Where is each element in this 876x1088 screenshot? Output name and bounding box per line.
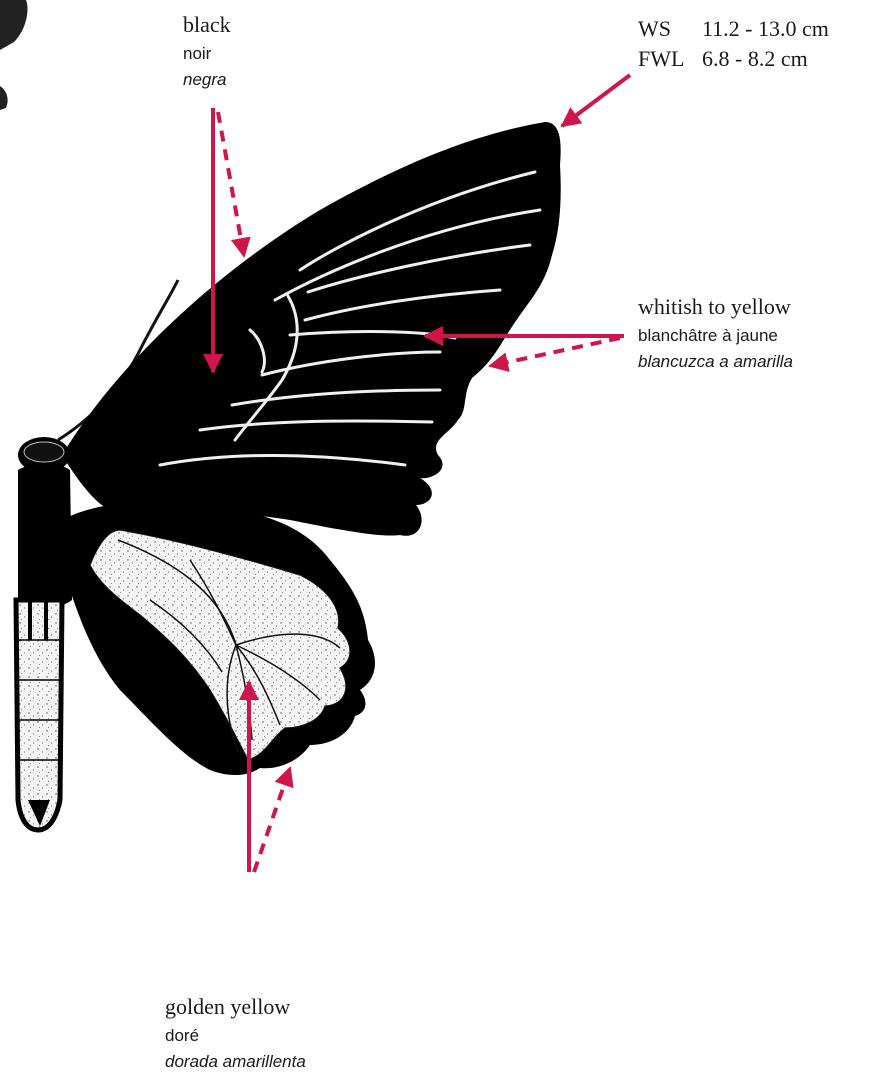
- measurement-fwl-key: FWL: [638, 46, 702, 72]
- label-whitish-fr: blanchâtre à jaune: [638, 327, 793, 344]
- arrow-whitish-dashed: [490, 338, 620, 366]
- label-black: black noir negra: [183, 14, 231, 88]
- measurement-ws-value: 11.2 - 13.0 cm: [702, 16, 829, 42]
- abdomen: [16, 600, 62, 830]
- thorax: [18, 464, 72, 608]
- label-whitish-es: blancuzca a amarilla: [638, 353, 793, 370]
- neighbor-wing-fragment: [0, 0, 28, 50]
- label-golden-es: dorada amarillenta: [165, 1053, 306, 1070]
- arrow-wingtip: [562, 75, 630, 126]
- arrow-golden-dashed: [254, 768, 290, 872]
- label-golden: golden yellow doré dorada amarillenta: [165, 996, 306, 1070]
- label-black-es: negra: [183, 71, 231, 88]
- measurement-fwl-value: 6.8 - 8.2 cm: [702, 46, 808, 72]
- measurement-ws: WS 11.2 - 13.0 cm: [638, 14, 829, 44]
- label-black-fr: noir: [183, 45, 231, 62]
- label-black-en: black: [183, 14, 231, 36]
- measurement-ws-key: WS: [638, 16, 702, 42]
- label-golden-en: golden yellow: [165, 996, 306, 1018]
- label-whitish-en: whitish to yellow: [638, 296, 793, 318]
- measurement-fwl: FWL 6.8 - 8.2 cm: [638, 44, 829, 74]
- label-golden-fr: doré: [165, 1027, 306, 1044]
- label-whitish: whitish to yellow blanchâtre à jaune bla…: [638, 296, 793, 370]
- arrow-black-dashed: [218, 112, 244, 256]
- wing-measurements: WS 11.2 - 13.0 cm FWL 6.8 - 8.2 cm: [638, 14, 829, 74]
